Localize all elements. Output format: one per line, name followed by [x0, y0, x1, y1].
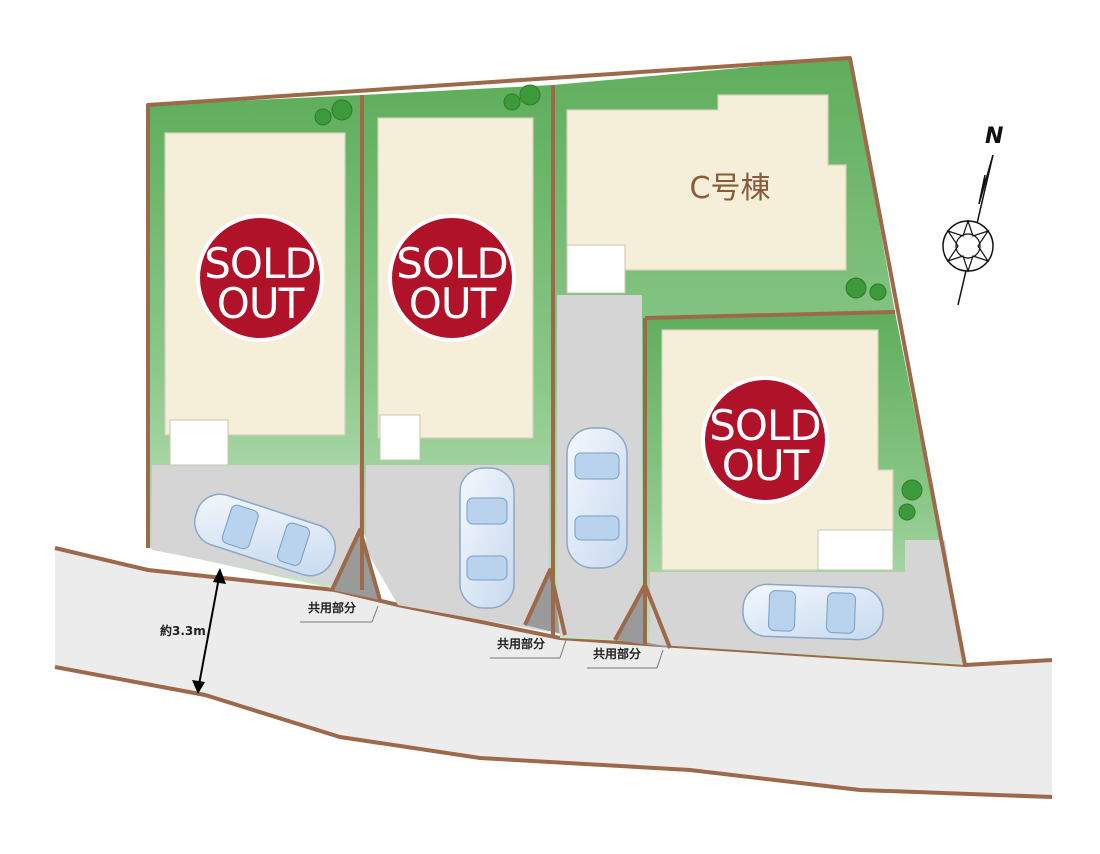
sold-out-line2: OUT — [722, 441, 810, 490]
sold-out-badge: SOLD OUT — [388, 214, 516, 342]
svg-text:共用部分: 共用部分 — [497, 636, 545, 651]
sold-out-line1: SOLD — [204, 239, 315, 288]
compass-label: N — [985, 124, 1003, 149]
sold-out-badge: SOLD OUT — [196, 214, 324, 342]
sold-out-line1: SOLD — [396, 239, 507, 288]
shared-area-label: 共用部分 — [587, 646, 664, 669]
road — [55, 548, 1052, 797]
tree-group-1 — [314, 99, 353, 126]
road-edge-top — [54, 546, 1053, 668]
sold-out-line2: OUT — [409, 279, 497, 328]
shared-edge-3 — [613, 583, 672, 649]
lot-c-label: C号棟 — [690, 171, 771, 206]
shared-edge-2 — [523, 568, 567, 636]
sold-out-badge: SOLD OUT — [701, 376, 829, 504]
road-edge-bottom — [54, 665, 1053, 799]
shared-edge-1 — [330, 528, 382, 601]
shared-triangle-1 — [332, 530, 380, 600]
tree-group-3 — [845, 277, 887, 301]
sold-out-line1: SOLD — [709, 401, 820, 450]
car-icon — [566, 427, 628, 569]
lot-divider-3 — [644, 310, 896, 320]
car-icon — [193, 493, 337, 577]
shared-area-label: 共用部分 — [490, 636, 567, 659]
road-width-label: 約3.3m — [160, 623, 206, 638]
site-boundary — [146, 56, 967, 666]
shared-area-label: 共用部分 — [300, 600, 379, 623]
road-width-annotation: 約3.3m — [160, 568, 226, 694]
car-icon — [459, 467, 515, 609]
car-icon — [742, 583, 884, 641]
svg-text:共用部分: 共用部分 — [593, 646, 641, 661]
lot-1[interactable] — [148, 95, 380, 600]
tree-group-2 — [503, 84, 541, 111]
svg-text:共用部分: 共用部分 — [308, 600, 356, 615]
sold-out-line2: OUT — [217, 279, 305, 328]
compass-icon: N — [942, 124, 1003, 306]
tree-group-4 — [898, 479, 923, 521]
